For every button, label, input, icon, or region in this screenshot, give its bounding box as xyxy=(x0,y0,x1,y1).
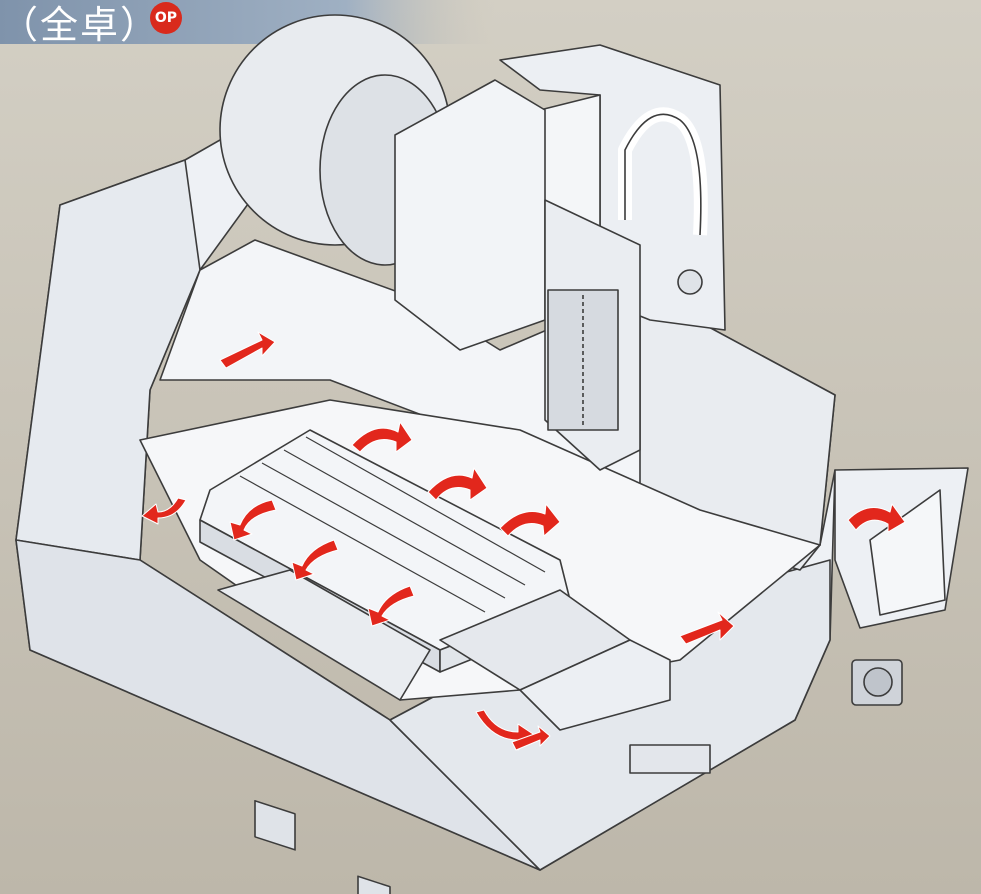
header: （全卓） OP xyxy=(0,0,494,47)
front-cover xyxy=(519,639,671,731)
motor-flange xyxy=(677,269,703,295)
chip-arrow xyxy=(291,539,339,581)
access-door-left xyxy=(254,800,296,851)
chip-arrow xyxy=(679,611,735,645)
chip-arrow xyxy=(219,331,276,369)
right-wall xyxy=(639,289,836,571)
table-t-slots xyxy=(239,436,546,613)
access-door-right xyxy=(357,875,391,894)
chip-arrow xyxy=(847,503,906,533)
ball-screw xyxy=(547,289,619,431)
chip-arrow xyxy=(427,467,488,501)
chip-arrow xyxy=(367,585,415,627)
header-panel xyxy=(0,0,494,44)
op-badge: OP xyxy=(150,2,182,34)
chip-arrow xyxy=(229,499,277,541)
chip-arrow xyxy=(141,497,187,525)
chip-flow-arrows xyxy=(141,331,906,751)
chip-arrow xyxy=(351,421,413,453)
service-box xyxy=(629,744,711,774)
chip-arrow xyxy=(499,503,561,537)
chip-arrow xyxy=(511,725,551,751)
telescopic-cover xyxy=(217,569,431,701)
page-title: （全卓） xyxy=(0,3,161,47)
